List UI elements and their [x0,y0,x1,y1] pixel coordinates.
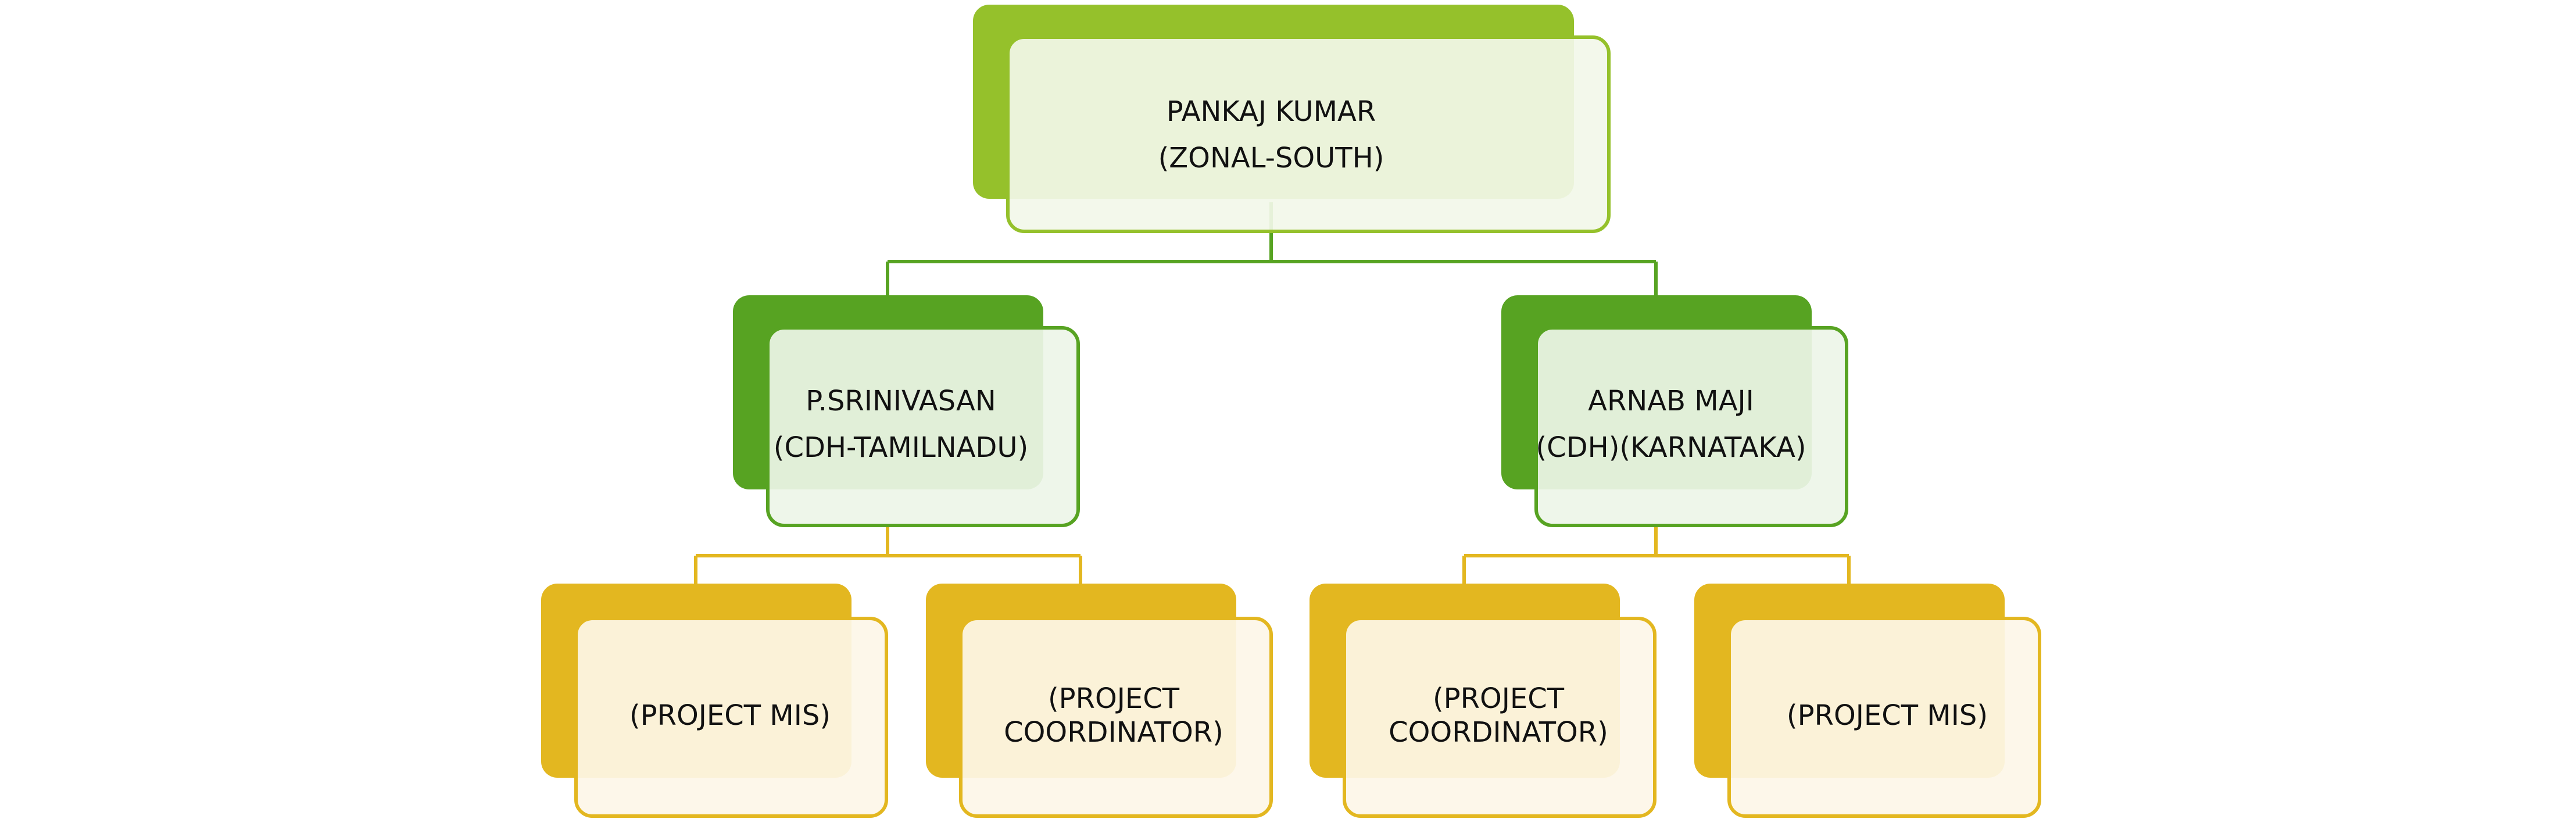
connector-manager-2-to-reports [1462,525,1851,584]
node-root-role: (ZONAL-SOUTH) [1158,142,1384,174]
node-report-2[interactable]: (PROJECT COORDINATOR) [926,584,1273,818]
node-manager-2-role: (CDH)(KARNATAKA) [1536,431,1806,464]
node-root-card [1006,35,1611,233]
node-manager-1-role: (CDH-TAMILNADU) [774,431,1029,464]
node-report-4[interactable]: (PROJECT MIS) [1694,584,2041,818]
node-report-1[interactable]: (PROJECT MIS) [541,584,888,818]
node-report-2-line-1: (PROJECT [1048,682,1180,715]
node-manager-1-name: P.SRINIVASAN [806,385,996,417]
node-manager-2-name: ARNAB MAJI [1588,385,1754,417]
node-manager-1[interactable]: P.SRINIVASAN (CDH-TAMILNADU) [733,295,1080,527]
node-report-4-line-1: (PROJECT MIS) [1787,699,1988,732]
node-root-name: PANKAJ KUMAR [1167,95,1376,128]
node-manager-2[interactable]: ARNAB MAJI (CDH)(KARNATAKA) [1501,295,1848,527]
node-report-1-card [574,617,888,818]
node-manager-2-card [1534,326,1848,527]
node-report-3-line-1: (PROJECT [1433,682,1565,715]
connector-manager-1-to-reports [694,525,1082,584]
node-manager-1-card [766,326,1080,527]
node-report-2-line-2: COORDINATOR) [1004,716,1223,749]
node-report-4-card [1727,617,2041,818]
node-root[interactable]: PANKAJ KUMAR (ZONAL-SOUTH) [973,5,1611,233]
connectors [694,202,1851,584]
node-report-2-card [959,617,1273,818]
node-report-3-line-2: COORDINATOR) [1389,716,1608,749]
node-report-3-card [1343,617,1656,818]
node-report-3[interactable]: (PROJECT COORDINATOR) [1310,584,1656,818]
node-report-1-line-1: (PROJECT MIS) [629,699,831,732]
